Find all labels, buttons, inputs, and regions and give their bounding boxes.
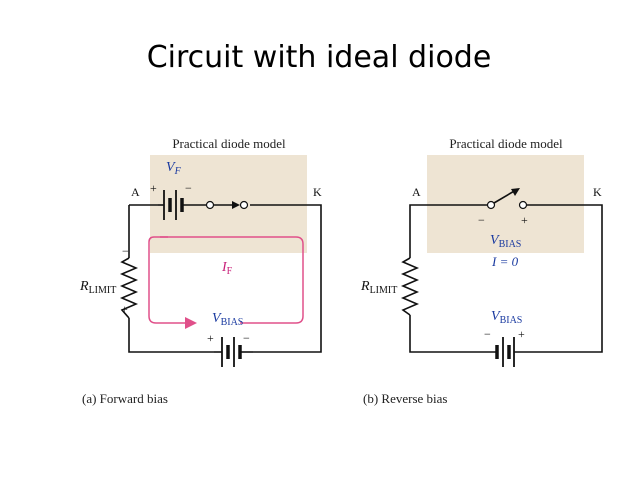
reverse-vbias-label: VBIAS xyxy=(491,309,522,326)
forward-vf-label: VF xyxy=(166,160,182,177)
forward-current-loop xyxy=(148,236,197,329)
reverse-resistor-label: RLIMIT xyxy=(360,279,397,296)
reverse-switch-plus: + xyxy=(521,213,528,227)
forward-vf-plus: + xyxy=(150,181,157,195)
forward-current-label: IF xyxy=(221,260,233,277)
reverse-vbias-box-label: VBIAS xyxy=(490,233,521,250)
forward-cathode-label: K xyxy=(313,185,322,199)
reverse-caption: (b) Reverse bias xyxy=(363,391,447,406)
slide-title: Circuit with ideal diode xyxy=(146,40,492,75)
reverse-ideal-diode-open-switch xyxy=(486,188,528,210)
reverse-bias-diagram: Practical diode model A K − + VBIAS I = … xyxy=(360,136,603,406)
reverse-box-title: Practical diode model xyxy=(449,136,563,151)
reverse-wire-top-right xyxy=(514,204,603,353)
forward-ideal-diode-switch xyxy=(205,200,249,210)
forward-resistor-label: RLIMIT xyxy=(79,279,116,296)
forward-vbias-label: VBIAS xyxy=(212,311,243,328)
reverse-cathode-label: K xyxy=(593,185,602,199)
forward-current-loop-right xyxy=(160,236,304,324)
forward-bias-diagram: Practical diode model VF + − A K − xyxy=(79,136,322,406)
forward-caption: (a) Forward bias xyxy=(82,391,168,406)
reverse-anode-label: A xyxy=(412,185,421,199)
forward-bias-battery xyxy=(214,337,253,367)
forward-resistor-minus: − xyxy=(122,244,129,258)
forward-anode-label: A xyxy=(131,185,140,199)
reverse-current-label: I = 0 xyxy=(491,254,519,269)
forward-resistor xyxy=(119,257,139,319)
reverse-bias-plus: + xyxy=(518,327,525,341)
reverse-wire-top-left xyxy=(409,204,487,258)
reverse-model-box xyxy=(427,155,584,253)
forward-box-title: Practical diode model xyxy=(172,136,286,151)
forward-vf-minus: − xyxy=(185,181,192,195)
forward-wire-bottom-left xyxy=(128,318,214,353)
reverse-resistor xyxy=(400,257,420,316)
forward-resistor-plus: + xyxy=(121,302,128,316)
forward-wire-top-right xyxy=(250,204,322,353)
forward-bias-minus: − xyxy=(243,331,250,345)
reverse-bias-minus: − xyxy=(484,327,491,341)
reverse-switch-minus: − xyxy=(478,213,485,227)
forward-bias-plus: + xyxy=(207,331,214,345)
reverse-bias-battery xyxy=(495,337,515,367)
reverse-wire-bottom-left xyxy=(409,315,497,353)
forward-vf-battery xyxy=(158,190,206,220)
